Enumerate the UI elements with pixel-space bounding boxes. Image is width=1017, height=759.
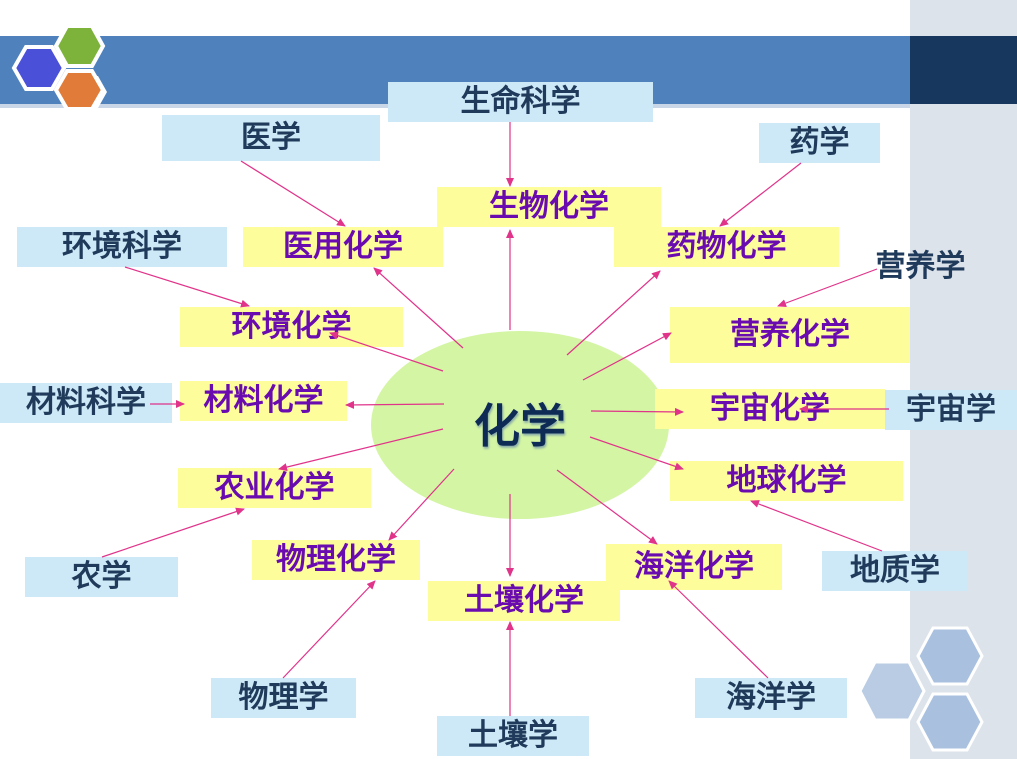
arrow-center-to-agricultural-chemistry xyxy=(278,428,444,471)
branch-box-environmental-chemistry: 环境化学 xyxy=(180,307,403,347)
arrow-nutrition-to-nutritional-chemistry xyxy=(777,268,878,307)
hexagon-orange-icon-shape xyxy=(53,69,106,111)
arrow-center-to-medical-chemistry xyxy=(373,267,464,349)
branch-box-nutritional-chemistry: 营养化学 xyxy=(670,307,910,363)
science-box-nutrition: 营养学 xyxy=(875,249,966,284)
branch-box-medicinal-chemistry: 药物化学 xyxy=(614,227,839,267)
branch-box-materials-chemistry: 材料化学 xyxy=(180,381,347,421)
science-box-materials-science: 材料科学 xyxy=(0,383,172,423)
arrow-center-to-environmental-chemistry xyxy=(329,331,444,372)
hexagon-light-blue-icon xyxy=(916,692,984,752)
branch-box-biochemistry: 生物化学 xyxy=(437,187,661,227)
science-box-geology: 地质学 xyxy=(822,551,968,591)
science-box-environmental-science: 环境科学 xyxy=(17,227,227,267)
hexagon-light-blue-icon xyxy=(858,660,926,722)
branch-box-geochemistry: 地球化学 xyxy=(670,461,903,501)
arrow-medicine-to-medical-chemistry xyxy=(240,160,346,227)
science-box-oceanography: 海洋学 xyxy=(695,678,847,718)
branch-box-physical-chemistry: 物理化学 xyxy=(252,540,420,580)
science-box-life-science: 生命科学 xyxy=(388,82,653,122)
science-box-soil-science: 土壤学 xyxy=(437,716,589,756)
arrow-center-to-medicinal-chemistry xyxy=(566,270,661,356)
science-box-agronomy: 农学 xyxy=(25,557,178,597)
hexagon-green-icon xyxy=(53,24,106,68)
arrow-center-to-geochemistry xyxy=(589,436,684,471)
hexagon-blue-icon xyxy=(11,45,67,91)
arrow-agronomy-to-agricultural-chemistry xyxy=(101,507,245,558)
arrow-oceanography-to-marine-chemistry xyxy=(668,580,769,679)
arrow-center-to-cosmochemistry xyxy=(590,407,684,416)
arrow-center-to-physical-chemistry xyxy=(388,468,455,541)
branch-box-soil-chemistry: 土壤化学 xyxy=(428,581,620,621)
arrow-center-to-marine-chemistry xyxy=(556,469,658,545)
science-box-physics: 物理学 xyxy=(211,678,356,718)
arrow-geology-to-geochemistry xyxy=(750,500,883,552)
arrow-center-to-nutritional-chemistry xyxy=(582,332,672,381)
science-box-pharmacy: 药学 xyxy=(759,123,880,163)
arrow-center-to-materials-chemistry xyxy=(345,400,445,409)
branch-box-marine-chemistry: 海洋化学 xyxy=(606,544,782,590)
arrow-physics-to-physical-chemistry xyxy=(282,580,376,679)
hexagon-light-blue-icon xyxy=(916,626,984,686)
side-panel-dark-block xyxy=(910,36,1017,104)
branch-box-agricultural-chemistry: 农业化学 xyxy=(178,468,371,508)
center-ellipse xyxy=(371,331,669,519)
arrow-environmental-science-to-environmental-chemistry xyxy=(124,266,250,308)
science-box-medicine: 医学 xyxy=(162,115,380,161)
science-box-cosmology: 宇宙学 xyxy=(885,390,1017,430)
arrow-pharmacy-to-medicinal-chemistry xyxy=(719,162,802,227)
branch-box-medical-chemistry: 医用化学 xyxy=(243,227,443,267)
center-label-chemistry: 化学 xyxy=(474,399,566,453)
